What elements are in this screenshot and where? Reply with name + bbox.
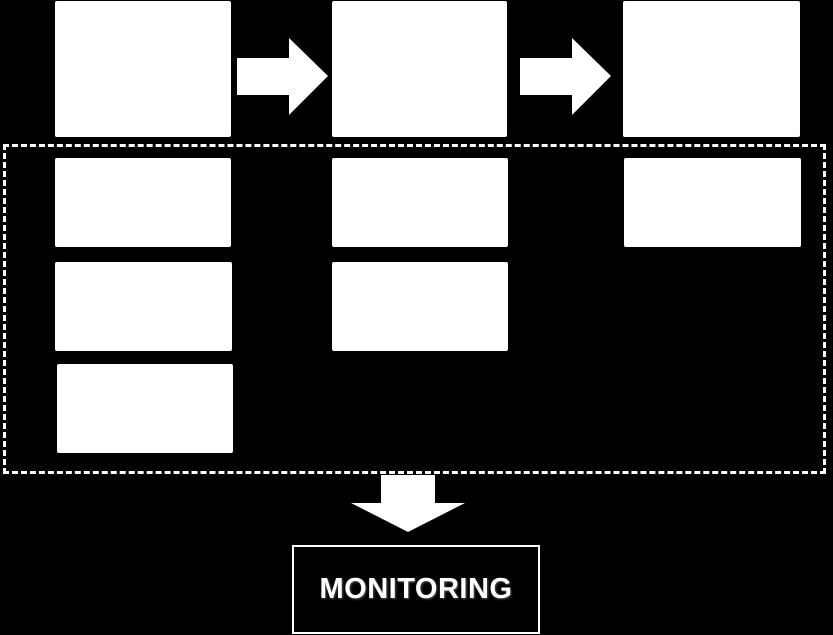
dashed-group-region	[3, 144, 826, 474]
monitoring-label: MONITORING	[319, 573, 513, 605]
detail-box-col2-row1	[332, 158, 508, 247]
down-arrow-icon	[351, 475, 465, 532]
stage-box-2	[332, 1, 507, 137]
detail-box-col1-row3	[57, 364, 233, 453]
detail-box-col3-row1	[624, 158, 801, 247]
right-arrow-icon	[520, 38, 611, 115]
monitoring-box: MONITORING	[292, 545, 540, 634]
stage-box-1	[55, 1, 231, 137]
detail-box-col1-row2	[55, 262, 232, 351]
stage-box-3	[623, 1, 800, 137]
detail-box-col1-row1	[55, 158, 231, 247]
right-arrow-icon	[237, 38, 328, 115]
detail-box-col2-row2	[332, 262, 508, 351]
